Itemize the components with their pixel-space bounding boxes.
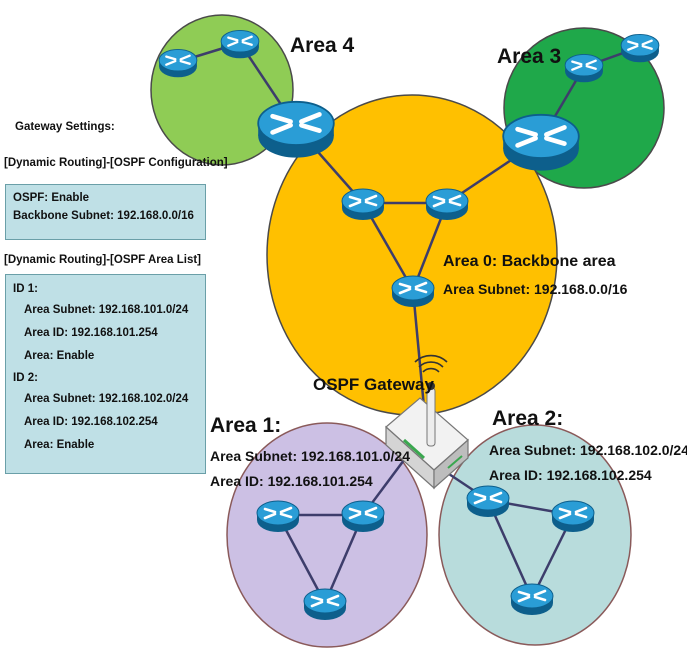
area1-title: Area 1: (210, 414, 281, 437)
area1-subnet: Area Subnet: 192.168.101.0/24 (210, 448, 410, 464)
router-icon (550, 499, 596, 534)
wireless-router-icon (385, 354, 469, 490)
area1-id: Area ID: 192.168.101.254 (210, 473, 373, 489)
router-icon (424, 187, 470, 222)
settings-heading: Gateway Settings: (15, 121, 115, 133)
router-icon (390, 274, 436, 309)
area-list-path: [Dynamic Routing]-[OSPF Area List] (4, 254, 201, 266)
area2-id: Area ID: 192.168.102.254 (489, 467, 652, 483)
area2-title: Area 2: (492, 407, 563, 430)
area-list-item-subnet: Area Subnet: 192.168.102.0/24 (24, 393, 189, 405)
area-list-item-subnet: Area Subnet: 192.168.101.0/24 (24, 304, 189, 316)
config-path: [Dynamic Routing]-[OSPF Configuration] (4, 157, 228, 169)
router-icon (258, 102, 334, 158)
area-list-item-state: Area: Enable (24, 350, 95, 362)
backbone-subnet: Backbone Subnet: 192.168.0.0/16 (13, 210, 194, 222)
area-list-item-state: Area: Enable (24, 439, 95, 451)
area-list-item-area-id: Area ID: 192.168.101.254 (24, 327, 158, 339)
router-icon (503, 115, 579, 171)
area1-zone (226, 422, 428, 648)
area-list-item-id: ID 1: (13, 283, 38, 295)
area3-title: Area 3 (497, 45, 561, 68)
area0-title: Area 0: Backbone area (443, 253, 616, 270)
area-list-item-id: ID 2: (13, 372, 38, 384)
gateway-label: OSPF Gateway (313, 375, 434, 394)
ospf-area-list-panel: ID 1: Area Subnet: 192.168.101.0/24 Area… (5, 274, 206, 474)
area4-title: Area 4 (290, 34, 355, 57)
router-icon (619, 33, 661, 64)
area0-subnet: Area Subnet: 192.168.0.0/16 (443, 281, 628, 297)
router-icon (255, 499, 301, 534)
area2-subnet: Area Subnet: 192.168.102.0/24 (489, 442, 687, 458)
router-icon (340, 499, 386, 534)
area2-zone (438, 424, 632, 646)
router-icon (465, 484, 511, 519)
router-icon (302, 587, 348, 622)
router-icon (219, 29, 261, 60)
router-icon (563, 53, 605, 84)
router-icon (157, 48, 199, 79)
router-icon (340, 187, 386, 222)
ospf-config-panel: OSPF: Enable Backbone Subnet: 192.168.0.… (5, 184, 206, 240)
area-list-item-area-id: Area ID: 192.168.102.254 (24, 416, 158, 428)
router-icon (509, 582, 555, 617)
ospf-status: OSPF: Enable (13, 192, 90, 204)
